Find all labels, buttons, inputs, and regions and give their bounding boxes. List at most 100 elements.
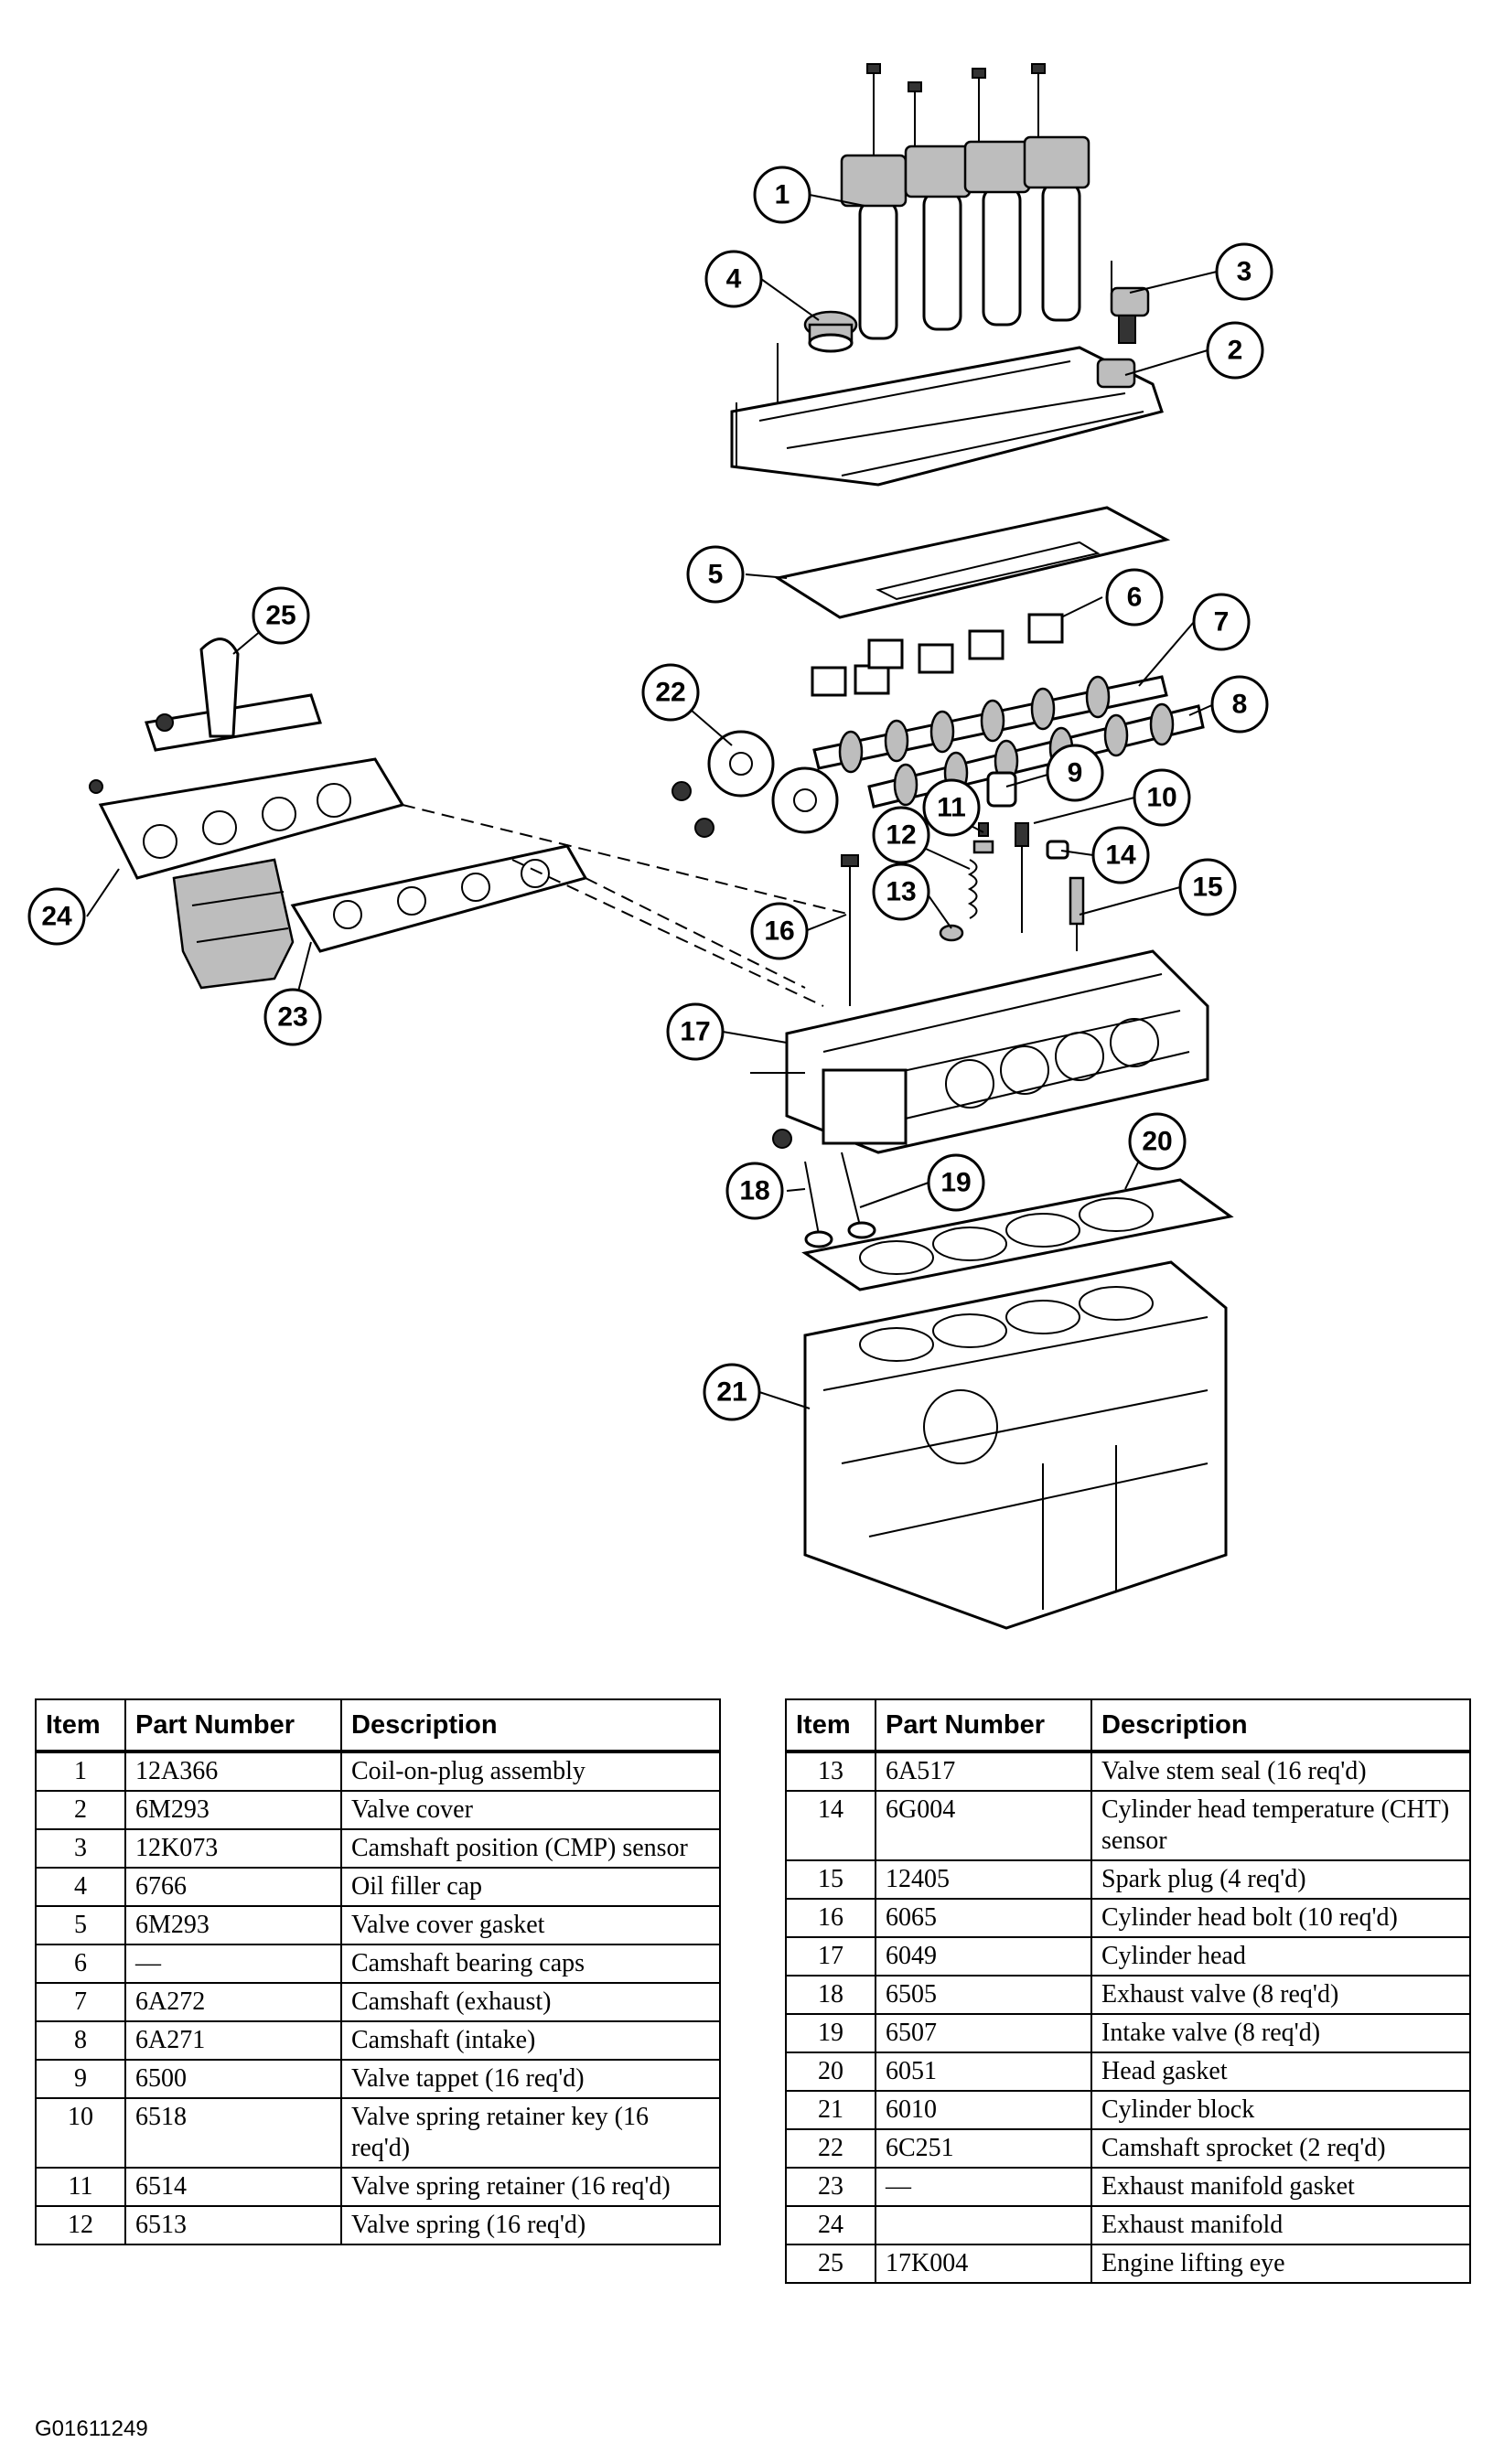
item-cell: 17	[785, 1936, 876, 1977]
item-cell: 9	[35, 2059, 126, 2099]
svg-text:21: 21	[716, 1377, 747, 1408]
description-cell: Valve stem seal (16 req'd)	[1090, 1751, 1471, 1792]
callout-12: 12	[872, 806, 930, 864]
part-number-cell: 12K073	[124, 1828, 342, 1869]
camshaft-position-sensor	[1110, 261, 1150, 344]
description-cell: Cylinder block	[1090, 2090, 1471, 2130]
head-gasket	[801, 1178, 1234, 1291]
description-cell: Valve spring retainer key (16 req'd)	[340, 2097, 721, 2169]
table-header-row: Item Part Number Description	[35, 1698, 721, 1753]
callout-10: 10	[1133, 768, 1191, 827]
camshaft-sprockets	[671, 730, 839, 838]
svg-text:22: 22	[655, 678, 685, 708]
item-cell: 22	[785, 2128, 876, 2169]
description-cell: Intake valve (8 req'd)	[1090, 2013, 1471, 2053]
header-description: Description	[1090, 1698, 1471, 1753]
item-cell: 4	[35, 1867, 126, 1907]
part-number-cell: 6507	[875, 2013, 1092, 2053]
svg-text:14: 14	[1105, 841, 1136, 871]
description-cell: Cylinder head	[1090, 1936, 1471, 1977]
item-cell: 11	[35, 2167, 126, 2207]
callout-25: 25	[252, 586, 310, 645]
item-cell: 15	[785, 1859, 876, 1900]
description-cell: Valve tappet (16 req'd)	[340, 2059, 721, 2099]
description-cell: Camshaft bearing caps	[340, 1944, 721, 1984]
description-cell: Camshaft position (CMP) sensor	[340, 1828, 721, 1869]
table-row: 23—Exhaust manifold gasket	[785, 2167, 1471, 2207]
description-cell: Camshaft sprocket (2 req'd)	[1090, 2128, 1471, 2169]
callout-5: 5	[686, 545, 745, 604]
description-cell: Valve spring retainer (16 req'd)	[340, 2167, 721, 2207]
part-number-cell: 6A517	[875, 1751, 1092, 1792]
part-number-cell: 12A366	[124, 1751, 342, 1792]
svg-text:2: 2	[1228, 336, 1243, 366]
svg-text:7: 7	[1214, 607, 1230, 637]
svg-text:24: 24	[41, 902, 72, 932]
callout-1: 1	[753, 166, 811, 224]
header-part-number: Part Number	[875, 1698, 1092, 1753]
part-number-cell: 6G004	[875, 1790, 1092, 1861]
cylinder-block	[803, 1260, 1228, 1630]
callout-21: 21	[703, 1363, 761, 1421]
header-item: Item	[785, 1698, 876, 1753]
item-cell: 7	[35, 1982, 126, 2022]
svg-text:9: 9	[1068, 758, 1083, 788]
part-number-cell: 6766	[124, 1867, 342, 1907]
callout-23: 23	[263, 988, 322, 1046]
header-part-number: Part Number	[124, 1698, 342, 1753]
header-description: Description	[340, 1698, 721, 1753]
item-cell: 12	[35, 2205, 126, 2245]
svg-text:18: 18	[739, 1176, 769, 1206]
description-cell: Camshaft (intake)	[340, 2020, 721, 2061]
part-number-cell: 6065	[875, 1898, 1092, 1938]
description-cell: Valve spring (16 req'd)	[340, 2205, 721, 2245]
callout-20: 20	[1128, 1112, 1187, 1171]
table-header-row: Item Part Number Description	[785, 1698, 1471, 1753]
figure-id: G01611249	[35, 2416, 148, 2441]
item-cell: 2	[35, 1790, 126, 1830]
valve-cover-gasket	[774, 506, 1171, 619]
callout-13: 13	[872, 862, 930, 921]
spark-plug-and-head-bolt	[841, 854, 1085, 1006]
callout-2: 2	[1206, 321, 1264, 380]
callout-3: 3	[1215, 242, 1273, 301]
item-cell: 6	[35, 1944, 126, 1984]
part-number-cell: 12405	[875, 1859, 1092, 1900]
item-cell: 25	[785, 2244, 876, 2284]
callout-19: 19	[927, 1153, 985, 1212]
item-cell: 18	[785, 1975, 876, 2015]
item-cell: 3	[35, 1828, 126, 1869]
callout-8: 8	[1210, 675, 1269, 734]
description-cell: Cylinder head bolt (10 req'd)	[1090, 1898, 1471, 1938]
description-cell: Valve cover gasket	[340, 1905, 721, 1945]
description-cell: Camshaft (exhaust)	[340, 1982, 721, 2022]
part-number-cell	[875, 2205, 1092, 2245]
callout-16: 16	[750, 902, 809, 960]
svg-text:15: 15	[1192, 873, 1222, 903]
cylinder-head	[750, 949, 1209, 1154]
svg-text:6: 6	[1127, 583, 1143, 613]
part-number-cell: 6505	[875, 1975, 1092, 2015]
description-cell: Exhaust manifold gasket	[1090, 2167, 1471, 2207]
part-number-cell: 6051	[875, 2052, 1092, 2092]
svg-text:23: 23	[277, 1002, 307, 1033]
item-cell: 23	[785, 2167, 876, 2207]
oil-filler-cap	[803, 310, 858, 353]
description-cell: Spark plug (4 req'd)	[1090, 1859, 1471, 1900]
svg-text:5: 5	[708, 560, 724, 590]
item-cell: 24	[785, 2205, 876, 2245]
item-cell: 13	[785, 1751, 876, 1792]
part-number-cell: 6049	[875, 1936, 1092, 1977]
svg-text:8: 8	[1232, 690, 1248, 720]
item-cell: 8	[35, 2020, 126, 2061]
header-item: Item	[35, 1698, 126, 1753]
